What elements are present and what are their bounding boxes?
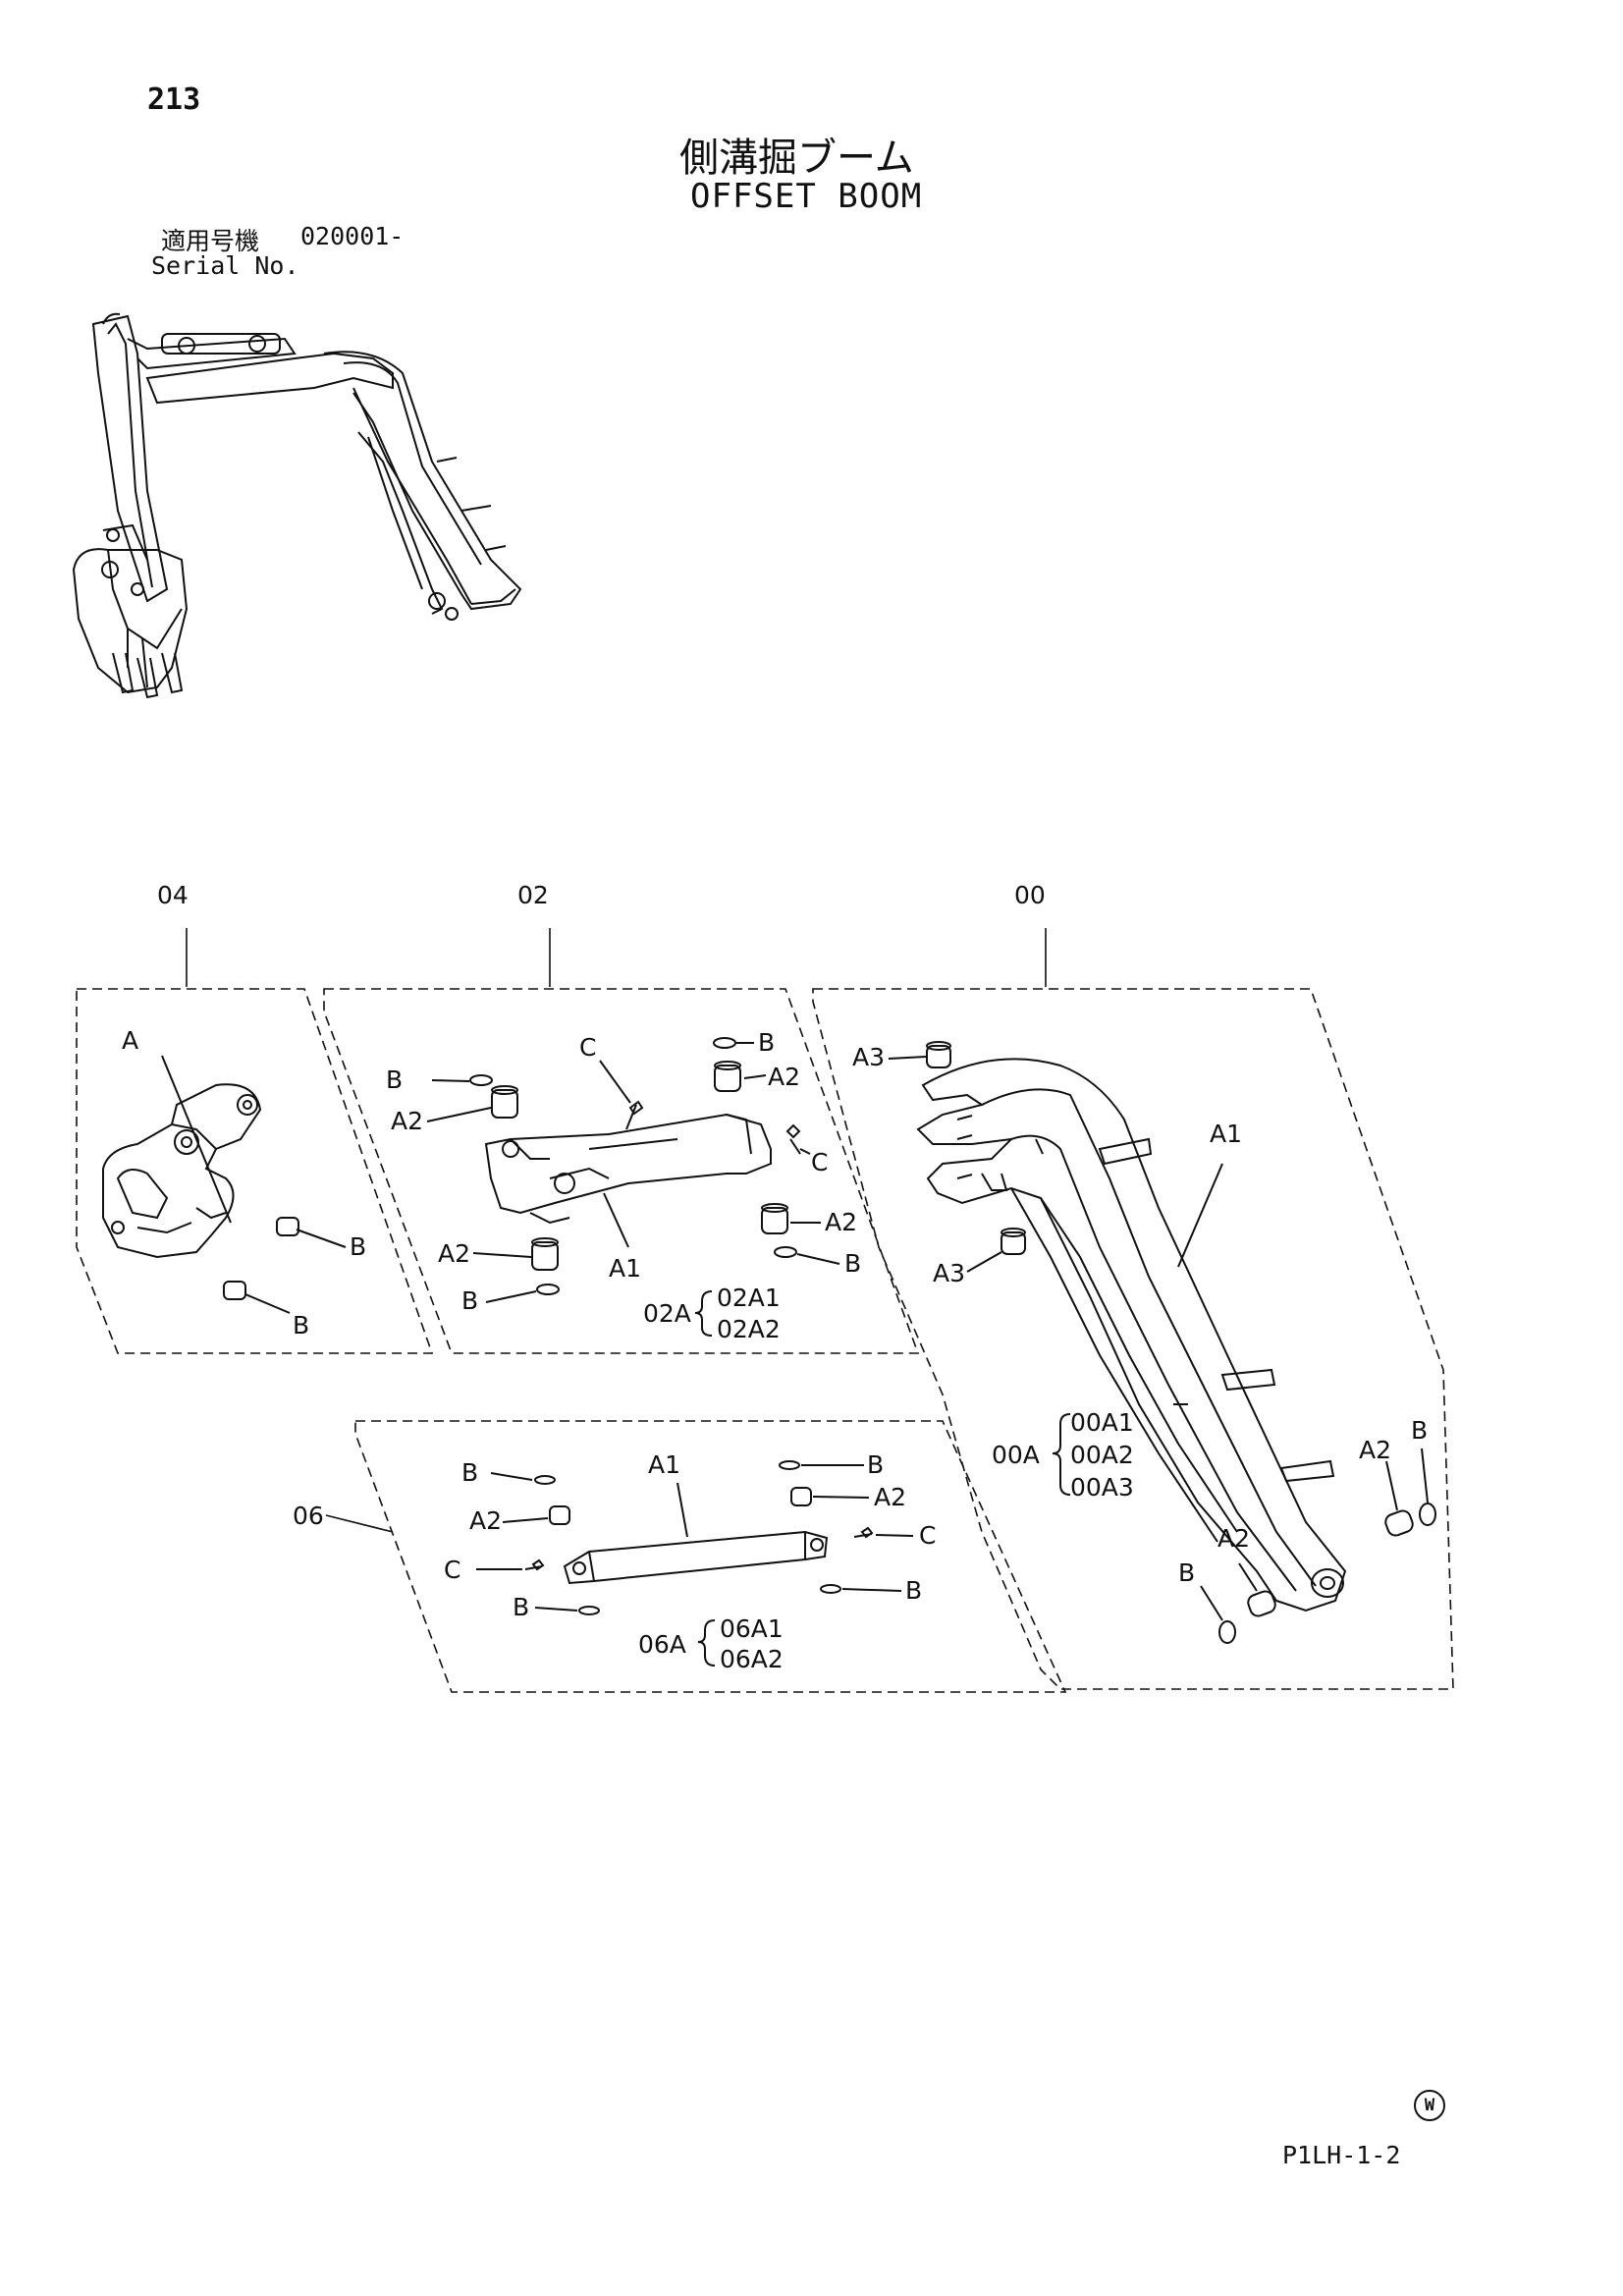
g02-set-item-2: 02A2 [717, 1315, 781, 1343]
g00-label-b-bottom: B [1178, 1558, 1195, 1587]
g06-label-a1: A1 [648, 1450, 680, 1479]
g06-label-b-top-left: B [461, 1458, 478, 1487]
group-number-02: 02 [517, 881, 549, 909]
g02-label-b-top: B [758, 1028, 775, 1057]
g02-label-c-top: C [579, 1033, 596, 1062]
serial-label: Serial No. [151, 251, 299, 280]
g02-label-a2-bottom: A2 [438, 1239, 470, 1268]
group-number-00: 00 [1014, 881, 1046, 909]
group-number-06: 06 [293, 1502, 324, 1530]
excavator-overview-illustration [72, 312, 522, 699]
g02-label-b-left: B [386, 1066, 403, 1094]
page-title: OFFSET BOOM [690, 177, 923, 216]
group-06-rod-illustration [476, 1460, 914, 1667]
g06-label-a2-left: A2 [469, 1506, 502, 1535]
group-02-frame [323, 988, 920, 1354]
g00-label-a1: A1 [1210, 1120, 1242, 1148]
g04-label-b2: B [293, 1311, 309, 1339]
group-02-link-illustration [426, 1037, 840, 1337]
g02-label-c-right: C [811, 1148, 828, 1176]
g02-label-b-bottom: B [461, 1286, 478, 1315]
g00-label-a3-top: A3 [852, 1043, 885, 1071]
g00-label-b-right: B [1411, 1416, 1428, 1445]
g02-set-label: 02A [643, 1299, 691, 1328]
g02-set-item-1: 02A1 [717, 1284, 781, 1312]
group-04-bracket-illustration [102, 1055, 347, 1314]
g06-label-b-bottom-left: B [513, 1593, 529, 1621]
g06-label-c-right: C [919, 1521, 936, 1550]
g06-set-item-2: 06A2 [720, 1645, 784, 1673]
g02-label-a2-right: A2 [825, 1208, 857, 1236]
g06-set-label: 06A [638, 1630, 686, 1659]
g06-label-b-top-right: B [867, 1450, 884, 1479]
g00-set-item-3: 00A3 [1070, 1473, 1134, 1502]
g00-label-a3-bottom: A3 [933, 1259, 965, 1287]
g06-label-b-bottom-right: B [905, 1576, 922, 1605]
g00-label-a2-bottom: A2 [1217, 1524, 1250, 1553]
g00-label-a2-right: A2 [1359, 1436, 1391, 1464]
g00-set-item-1: 00A1 [1070, 1408, 1134, 1437]
group-00-frame [812, 988, 1454, 1690]
serial-label-japanese: 適用号機 [161, 227, 260, 255]
group-04-frame [76, 988, 434, 1354]
circled-w-mark: W [1414, 2090, 1445, 2121]
page-number: 213 [147, 82, 201, 117]
page-title-japanese: 側溝掘ブーム [679, 136, 914, 181]
g00-set-label: 00A [992, 1441, 1040, 1469]
g06-label-c-left: C [444, 1556, 460, 1584]
g04-label-a: A [122, 1026, 138, 1055]
g02-label-a1: A1 [609, 1254, 641, 1283]
g06-set-item-1: 06A1 [720, 1614, 784, 1643]
serial-number-value: 020001- [300, 222, 405, 250]
group-number-04: 04 [157, 881, 189, 909]
g02-label-a2-left: A2 [391, 1107, 423, 1135]
group-06-frame [354, 1420, 1067, 1693]
page-code: P1LH-1-2 [1282, 2141, 1401, 2169]
g02-label-b-right: B [844, 1249, 861, 1278]
g06-label-a2-right: A2 [874, 1483, 906, 1511]
g04-label-b1: B [350, 1232, 366, 1261]
g00-set-item-2: 00A2 [1070, 1441, 1134, 1469]
group-00-boom-illustration [888, 1041, 1436, 1644]
g02-label-a2-top: A2 [768, 1063, 800, 1091]
